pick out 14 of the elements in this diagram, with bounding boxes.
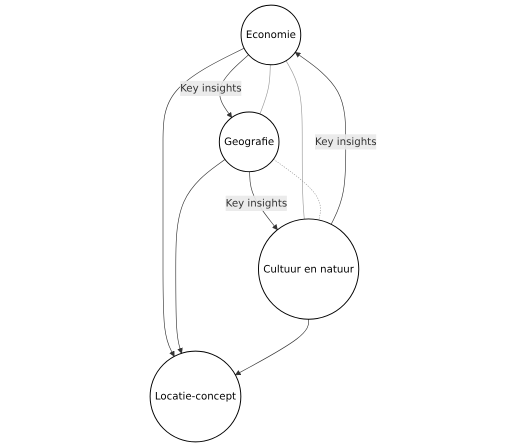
- arrow: [176, 159, 226, 354]
- node-circle: Cultuur en natuur: [258, 218, 360, 320]
- edge-label: Key insights: [180, 82, 242, 94]
- edge-label: Key insights: [315, 135, 377, 148]
- node-circle: Economie: [240, 4, 302, 66]
- arrow: [295, 52, 346, 225]
- node-circle: Geografie: [219, 112, 280, 172]
- arrow: [162, 48, 245, 357]
- connector: [273, 158, 321, 220]
- arrow: [235, 318, 310, 376]
- edge-label: Key insights: [226, 196, 288, 210]
- connector: [260, 64, 271, 114]
- node-circle: Locatie-concept: [150, 350, 242, 442]
- connector: [286, 60, 305, 220]
